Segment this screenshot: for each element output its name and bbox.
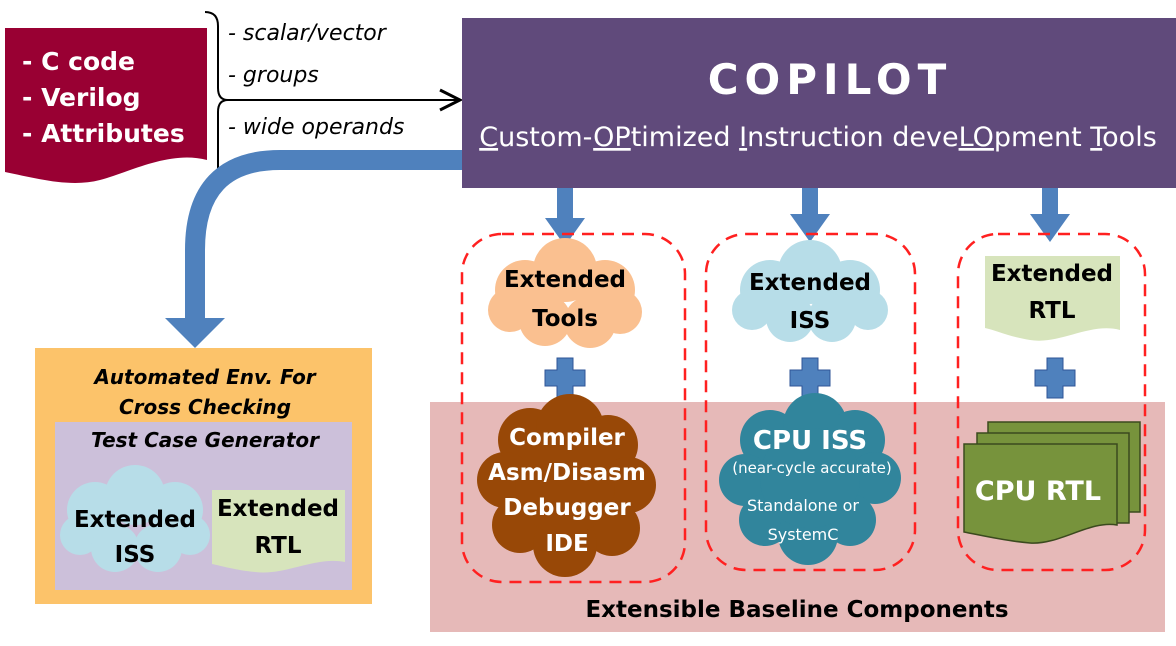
cpu-iss-desc: Standalone or	[747, 496, 859, 515]
feature-item: - scalar/vector	[228, 21, 388, 46]
automated-rtl-document	[212, 490, 345, 573]
copilot-box	[462, 18, 1176, 188]
cpu-iss-cloud	[719, 393, 901, 565]
automated-title: Automated Env. For	[92, 365, 316, 389]
iss-group	[704, 232, 917, 572]
extended-rtl-document	[985, 256, 1120, 341]
doc-label: Extended	[217, 496, 339, 522]
down-arrow	[1030, 188, 1070, 242]
cloud-label: ISS	[115, 542, 156, 568]
copilot-title: COPILOT	[708, 55, 953, 104]
cpu-iss-note: (near-cycle accurate)	[732, 459, 891, 477]
feature-item: - groups	[228, 63, 319, 88]
plus-icon	[1034, 357, 1076, 399]
generator-title: Test Case Generator	[91, 428, 320, 452]
cloud-label: ISS	[790, 308, 831, 334]
doc-label: RTL	[1028, 298, 1075, 324]
rtl-group	[956, 232, 1147, 572]
cloud-label: Extended	[504, 267, 626, 293]
cpu-iss-title: CPU ISS	[753, 426, 867, 456]
compiler-label: Compiler	[509, 425, 625, 451]
doc-label: Extended	[991, 261, 1113, 287]
extended-tools-cloud	[488, 238, 642, 348]
down-arrows	[545, 188, 1070, 246]
ide-label: IDE	[545, 531, 588, 557]
automated-iss-cloud	[60, 465, 210, 572]
automated-title: Cross Checking	[119, 395, 291, 419]
cloud-label: Extended	[74, 507, 196, 533]
input-item: - C code	[22, 47, 135, 76]
tools-group	[460, 232, 687, 584]
cpu-rtl-documents	[963, 421, 1141, 544]
cpu-rtl-label: CPU RTL	[975, 476, 1101, 507]
curved-arrow	[185, 150, 465, 318]
down-arrow	[790, 188, 830, 242]
plus-icon	[789, 357, 831, 399]
debugger-label: Debugger	[503, 495, 631, 521]
copilot-subtitle: Custom-OPtimized Instruction deveLOpment…	[479, 122, 1157, 153]
doc-label: RTL	[254, 533, 301, 559]
feature-item: - wide operands	[228, 115, 404, 140]
down-arrow	[545, 188, 585, 246]
extended-iss-cloud	[732, 240, 888, 342]
cloud-label: Extended	[749, 270, 871, 296]
baseline-label: Extensible Baseline Components	[585, 597, 1008, 623]
asm-label: Asm/Disasm	[488, 460, 646, 486]
input-document: - C code - Verilog - Attributes	[5, 28, 207, 183]
input-item: - Verilog	[22, 83, 141, 112]
cloud-label: Tools	[532, 306, 598, 332]
compiler-cloud	[477, 394, 656, 577]
plus-icon	[544, 357, 586, 399]
feature-list: - scalar/vector - groups - wide operands	[228, 21, 404, 140]
cpu-iss-desc: SystemC	[768, 525, 839, 544]
input-item: - Attributes	[22, 119, 185, 148]
arrow-head	[165, 318, 225, 348]
